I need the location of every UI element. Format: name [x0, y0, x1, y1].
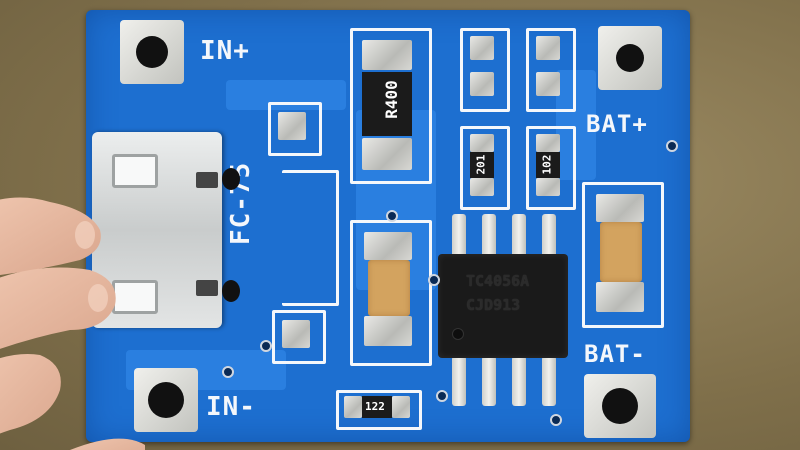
usb-tab [196, 280, 218, 296]
solder-pad [362, 138, 412, 170]
resistor-r400 [362, 72, 412, 136]
solder-pad [364, 316, 412, 346]
ic-pin [482, 356, 496, 406]
capacitor-left [368, 260, 410, 316]
via [436, 390, 448, 402]
ic-pin [452, 214, 466, 258]
solder-pad [470, 134, 494, 152]
resistor-outline [526, 126, 576, 210]
mount-hole [602, 388, 638, 424]
capacitor-outline [582, 182, 664, 328]
usb-slot [112, 280, 158, 314]
solder-pad [344, 396, 362, 418]
ic-marking-line1: TC4056A [466, 272, 530, 290]
solder-pad [470, 178, 494, 196]
resistor-outline [350, 28, 432, 184]
usb-anchor-hole [222, 168, 240, 190]
solder-pad [536, 134, 560, 152]
solder-pad [282, 320, 310, 348]
solder-pad [278, 112, 306, 140]
ic-pin [542, 356, 556, 406]
ic-pin [482, 214, 496, 258]
solder-pad [470, 72, 494, 96]
mount-hole [136, 36, 168, 68]
resistor-outline [460, 126, 510, 210]
hand-fingers [0, 197, 145, 450]
label-in-plus: IN+ [200, 36, 250, 66]
via [260, 340, 272, 352]
mount-hole [616, 44, 644, 72]
solder-pad [536, 178, 560, 196]
resistor-102-marking: 102 [540, 154, 554, 175]
solder-pad [364, 232, 412, 260]
solder-pad [470, 36, 494, 60]
resistor-122-marking: 122 [365, 400, 385, 413]
solder-pad [596, 282, 644, 312]
copper-trace [226, 80, 346, 110]
led-outline [460, 28, 510, 112]
usb-anchor-hole [222, 280, 240, 302]
capacitor-right [600, 222, 642, 282]
resistor-122 [362, 396, 392, 418]
ic-pin [512, 356, 526, 406]
ic-pin1-dot [452, 328, 464, 340]
resistor-201-marking: 201 [474, 154, 488, 175]
ic-pin [512, 214, 526, 258]
usb-slot [112, 154, 158, 188]
solder-pad [596, 194, 644, 222]
ic-tc4056a [438, 254, 568, 358]
label-bat-plus: BAT+ [586, 110, 648, 138]
resistor-201 [470, 152, 494, 178]
label-in-minus: IN- [206, 392, 256, 422]
via [428, 274, 440, 286]
label-bat-minus: BAT- [584, 340, 646, 368]
resistor-outline [336, 390, 422, 430]
solder-pad [536, 36, 560, 60]
solder-pad [392, 396, 410, 418]
pad-outline [268, 102, 322, 156]
via [222, 366, 234, 378]
pad-outline [272, 310, 326, 364]
solder-pad [362, 40, 412, 70]
solder-pad [536, 72, 560, 96]
usb-tab [196, 172, 218, 188]
via [550, 414, 562, 426]
mount-hole [148, 382, 184, 418]
ic-marking-line2: CJD913 [466, 296, 521, 314]
resistor-r400-marking: R400 [381, 80, 401, 119]
via [666, 140, 678, 152]
ic-pin [452, 356, 466, 406]
usb-footprint-silk [282, 170, 339, 306]
resistor-102 [536, 152, 560, 178]
led-outline [526, 28, 576, 112]
via [386, 210, 398, 222]
pcb-board: IN+ IN- BAT+ BAT- FC-75 R400 201 [86, 10, 690, 442]
ic-pin [542, 214, 556, 258]
copper-trace [556, 70, 596, 180]
